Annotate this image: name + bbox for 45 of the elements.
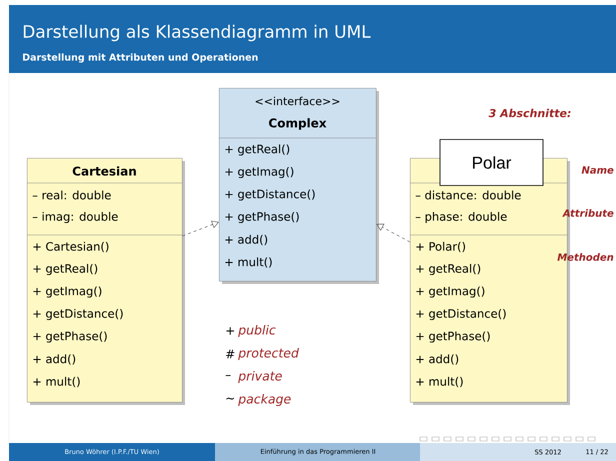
method-text: + getImag() bbox=[416, 286, 484, 298]
class-name: Cartesian bbox=[72, 166, 136, 176]
annotation-text: Name bbox=[582, 166, 614, 174]
class-name: Complex bbox=[269, 118, 326, 130]
legend-text: package bbox=[238, 394, 291, 406]
annotation-text: 3 Abschnitte: bbox=[488, 108, 571, 118]
name-box: Polar bbox=[440, 139, 544, 186]
method-text: + Cartesian() bbox=[33, 242, 108, 252]
interface-box bbox=[219, 88, 379, 284]
method-text: + add() bbox=[416, 354, 458, 365]
legend-text: private bbox=[238, 370, 282, 384]
method-text: + getPhase() bbox=[225, 212, 299, 224]
legend-symbol: ~ bbox=[226, 398, 234, 400]
method-text: + getPhase() bbox=[416, 331, 490, 343]
legend-text: public bbox=[238, 324, 276, 338]
class-box bbox=[27, 158, 185, 405]
stereotype-text: <<interface>> bbox=[256, 96, 340, 106]
method-text: + getReal() bbox=[416, 264, 480, 276]
method-text: + getPhase() bbox=[33, 331, 107, 343]
method-text: + mult() bbox=[225, 257, 272, 268]
legend-symbol: + bbox=[226, 327, 234, 335]
method-text: + getDistance() bbox=[416, 308, 506, 320]
method-text: + getDistance() bbox=[225, 189, 315, 201]
legend-text: protected bbox=[238, 348, 299, 360]
slide-title: Darstellung als Klassendiagramm in UML bbox=[24, 24, 371, 42]
method-text: + add() bbox=[225, 234, 268, 246]
attribute-text: – imag: double bbox=[32, 212, 118, 224]
method-text: + Polar() bbox=[416, 242, 466, 252]
realization-arrow bbox=[182, 220, 219, 236]
legend-symbol: – bbox=[226, 375, 231, 376]
method-text: + getDistance() bbox=[33, 308, 123, 320]
attribute-text: – real: double bbox=[32, 190, 111, 200]
subtitle: Darstellung mit Attributen und Operationen bbox=[23, 53, 258, 63]
method-text: + getReal() bbox=[33, 264, 98, 276]
method-text: + mult() bbox=[416, 376, 463, 388]
annotation-text: Methoden bbox=[557, 253, 614, 261]
method-text: + getImag() bbox=[33, 286, 102, 298]
annotation-text: Attribute bbox=[562, 209, 614, 217]
method-text: + getReal() bbox=[225, 144, 290, 156]
attribute-text: – distance: double bbox=[416, 190, 521, 200]
method-text: + add() bbox=[33, 354, 76, 365]
method-text: + getImag() bbox=[225, 166, 294, 178]
legend-symbol: # bbox=[226, 350, 234, 358]
method-text: + mult() bbox=[33, 376, 80, 388]
attribute-text: – phase: double bbox=[416, 212, 507, 224]
